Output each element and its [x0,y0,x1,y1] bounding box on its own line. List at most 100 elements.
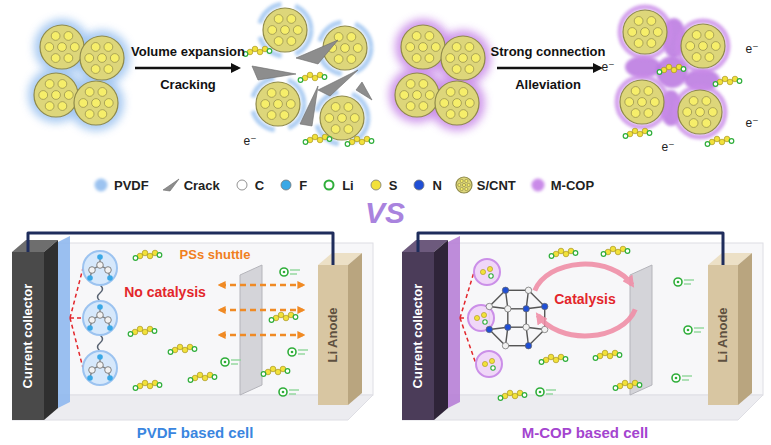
polysulfide [713,76,742,86]
sulfur-atom [489,358,494,363]
sulfur-core [280,111,289,120]
polysulfide [657,64,686,74]
sulfur-core [683,108,692,117]
polysulfide [303,134,332,144]
motion-trail [289,393,296,394]
carbon-atom [523,324,529,330]
binder-contact [70,268,83,318]
anode-side [348,253,362,405]
m-cop-coating [617,77,667,127]
lithium-atom [128,332,133,337]
sulfur-atom [257,49,263,55]
sulfur-atom [602,350,608,356]
particle-body [401,25,445,69]
cathode-layer [58,236,70,408]
legend-item: C [233,176,264,194]
sulfur-atom [666,64,672,70]
sulfur-core [628,28,637,37]
sulfur-core [406,102,415,111]
molecule-bubble [474,259,500,285]
legend-item: PVDF [92,176,149,194]
polysulfide [613,380,642,390]
s-cnt-particle [456,177,472,193]
sulfur-atom [482,361,487,366]
particle-body [320,96,364,140]
sulfur-core [344,103,353,112]
sulfur-core [281,26,290,35]
lithium-atom [483,320,487,324]
sulfur-atom [563,251,569,257]
carbon-atom [505,306,511,312]
lithium-atom [157,383,162,388]
lithium-atom [152,329,157,334]
sulfur-core [465,65,474,74]
sulfur-atom [137,326,143,332]
sulfur-core [647,39,656,48]
node-label: Current collector [411,284,425,389]
binder-contact [70,318,83,368]
li-anode: Li Anode [708,265,738,405]
lithium-atom [269,318,274,323]
legend-color [325,181,334,190]
motion-trail [298,349,308,350]
li-anode: Li Anode [318,265,348,405]
sulfur-core [653,28,662,37]
sulfur-atom [142,250,148,256]
lithium-atom [593,356,598,361]
polysulfide [188,372,217,382]
particle-body [456,177,472,193]
separator [630,265,652,395]
legend-color [237,180,247,190]
legend-swatch [162,176,180,194]
collector-side [44,240,58,420]
legend-color [281,180,291,190]
lithium-atom [549,254,554,259]
lithium-atom [705,142,710,147]
sulfur-core [462,183,465,186]
lithium-atom [212,375,217,380]
legend-color [95,179,108,192]
polysulfide [593,350,622,360]
sulfur-core [64,54,73,63]
nitrogen-atom [486,326,492,332]
broken-binder [252,78,304,130]
motion-trail [290,273,297,274]
sulfur-core [58,102,67,111]
lithium-ion-ring [674,278,682,286]
lithium-ion-ring [288,348,296,356]
sulfur-core [702,119,711,128]
polysulfide [623,128,652,138]
sulfur-core [347,33,356,42]
crack-shard [356,82,372,100]
cathode-layer [448,236,460,408]
sulfur-core [638,98,647,107]
sulfur-core [350,114,359,123]
sulfur-core [467,183,470,186]
particle-body [681,24,725,68]
binder-contact [70,317,83,319]
m-cop-cluster [389,19,491,131]
lithium-ion-ring [672,374,680,382]
sulfur-core [459,54,468,63]
polysulfide [168,344,197,354]
lithium-ion [674,278,694,286]
lithium-atom [681,67,686,72]
particle-body [80,36,124,80]
shuttle-arrow [220,309,303,312]
sulfur-core [79,99,88,108]
nitrogen-atom [525,343,531,349]
polysulfide [601,246,630,256]
sulfur-core [341,44,350,53]
sulfur-core [400,91,409,100]
legend-text: PVDF [114,178,149,193]
lithium-ion-core [539,391,542,394]
sulfur-atom [474,315,479,320]
lithium-atom [647,131,652,136]
sulfur-core [686,42,695,51]
motion-trail [231,363,238,364]
motion-trail [546,393,553,394]
lithium-ion-core [677,281,680,284]
sulfur-core [70,43,79,52]
sulfur-core [347,55,356,64]
